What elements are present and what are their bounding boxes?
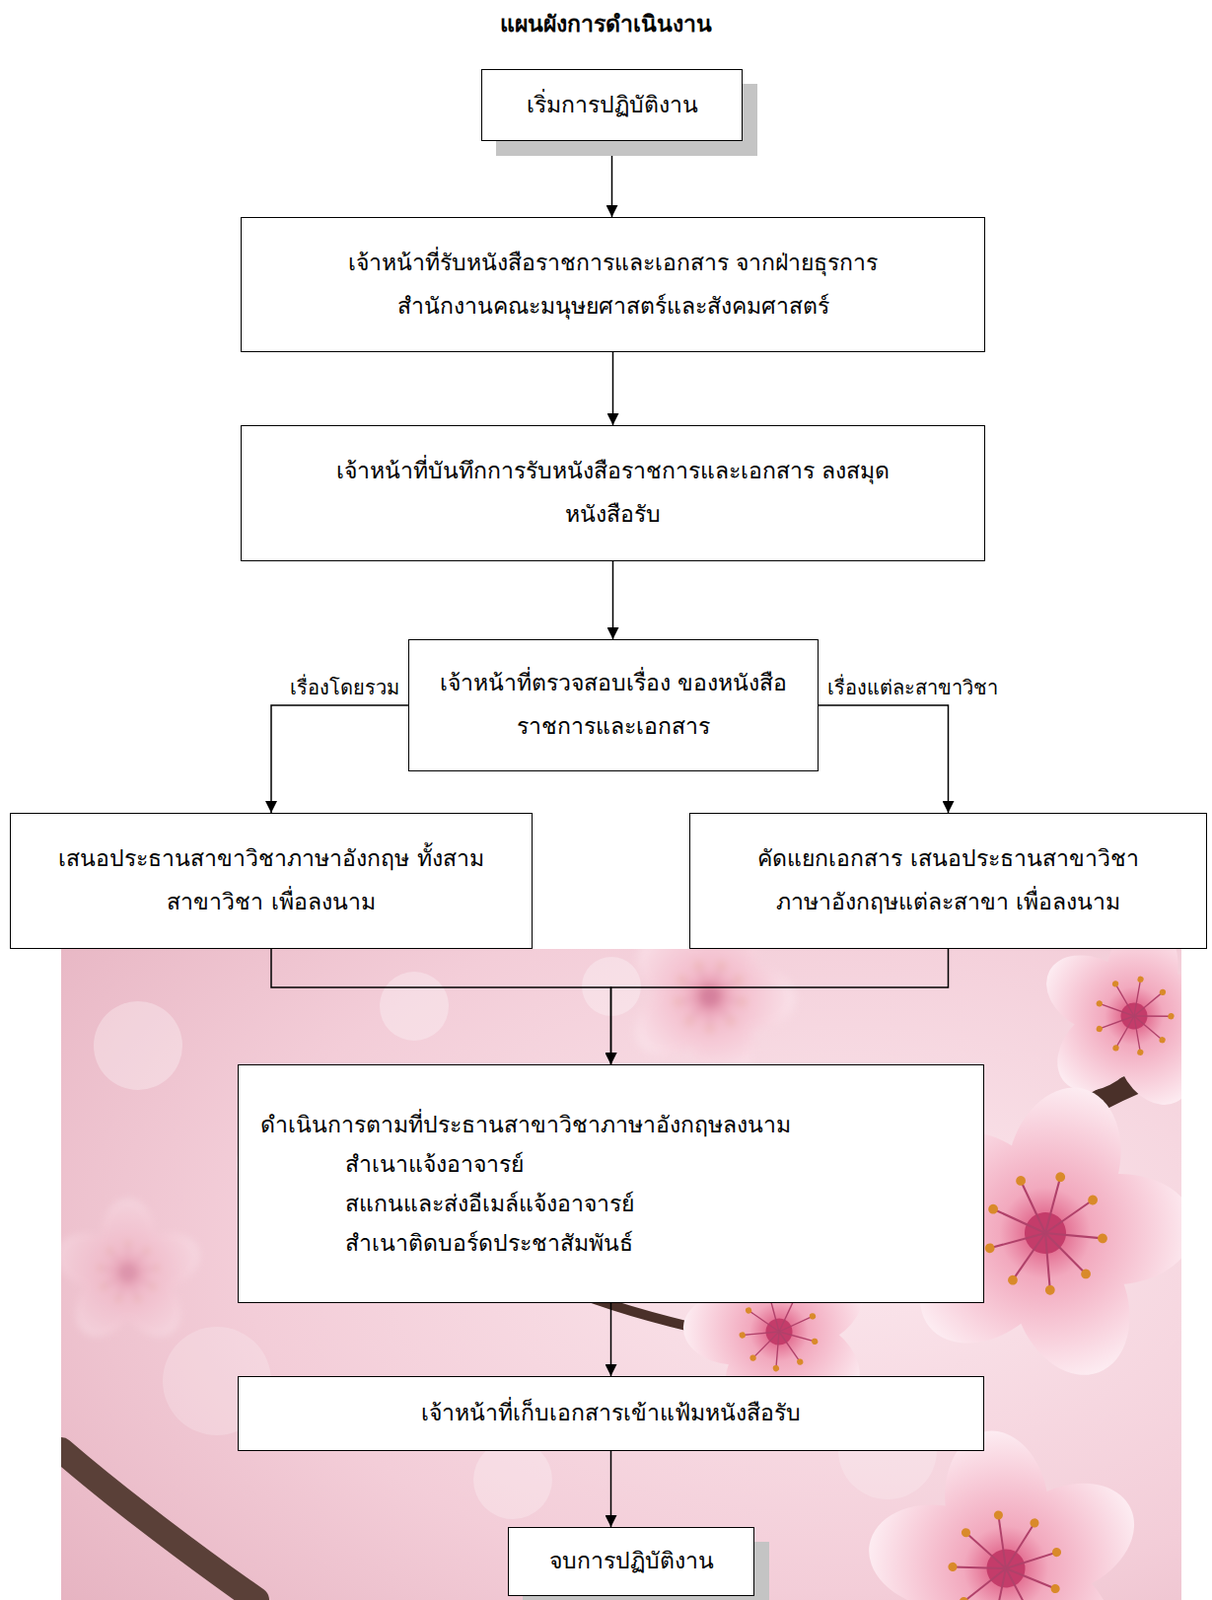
connector-arrow (611, 948, 949, 1065)
connector-arrow (612, 561, 615, 640)
node-text: จบการปฏิบัติงาน (549, 1539, 714, 1583)
terminal-box: จบการปฏิบัติงาน (507, 1526, 755, 1596)
connector-arrow (610, 1302, 613, 1376)
node-text: คัดแยกเอกสาร เสนอประธานสาขาวิชา ภาษาอังก… (731, 837, 1166, 924)
connector-arrow (610, 1450, 613, 1527)
node-text: สำเนาแจ้งอาจารย์ (254, 1143, 524, 1184)
blossom-picture (61, 948, 1182, 1600)
node-text: สแกนและส่งอีเมล์แจ้งอาจารย์ (254, 1183, 635, 1223)
branch (61, 1449, 257, 1600)
node-text: เริ่มการปฏิบัติงาน (526, 83, 699, 128)
terminal-box: เริ่มการปฏิบัติงาน (481, 69, 743, 142)
process-box: เจ้าหน้าที่บันทึกการรับหนังสือราชการและเ… (240, 425, 986, 562)
node-text: เจ้าหน้าที่รับหนังสือราชการและเอกสาร จาก… (297, 241, 929, 328)
connector-arrow (271, 948, 612, 1065)
node-text: เสนอประธานสาขาวิชาภาษาอังกฤษ ทั้งสามสาขา… (39, 837, 503, 924)
blossom (61, 1197, 209, 1349)
diagram-title: แผนผังการดำเนินงาน (0, 5, 1212, 43)
connector-arrow (612, 352, 615, 426)
node-text: ดำเนินการตามที่ประธานสาขาวิชาภาษาอังกฤษล… (254, 1104, 791, 1144)
connector-arrow (271, 705, 409, 813)
node-text: เจ้าหน้าที่ตรวจสอบเรื่อง ของหนังสือราชกา… (426, 661, 801, 748)
process-box: เจ้าหน้าที่ตรวจสอบเรื่อง ของหนังสือราชกา… (408, 639, 819, 772)
process-box: เจ้าหน้าที่เก็บเอกสารเข้าแฟ้มหนังสือรับ (237, 1375, 985, 1451)
node-text: เจ้าหน้าที่บันทึกการรับหนังสือราชการและเ… (317, 449, 910, 536)
process-box: เจ้าหน้าที่รับหนังสือราชการและเอกสาร จาก… (240, 216, 986, 353)
process-box: เสนอประธานสาขาวิชาภาษาอังกฤษ ทั้งสามสาขา… (9, 812, 533, 949)
process-box: คัดแยกเอกสาร เสนอประธานสาขาวิชา ภาษาอังก… (689, 812, 1208, 949)
node-text: เจ้าหน้าที่เก็บเอกสารเข้าแฟ้มหนังสือรับ (421, 1391, 801, 1435)
node-text: สำเนาติดบอร์ดประชาสัมพันธ์ (254, 1222, 634, 1263)
connector-arrow (611, 141, 614, 217)
edge-label: เรื่องโดยรวม (286, 673, 403, 702)
connector-arrow (818, 705, 949, 813)
edge-label: เรื่องแต่ละสาขาวิชา (824, 673, 1001, 702)
process-box: ดำเนินการตามที่ประธานสาขาวิชาภาษาอังกฤษล… (237, 1064, 985, 1303)
